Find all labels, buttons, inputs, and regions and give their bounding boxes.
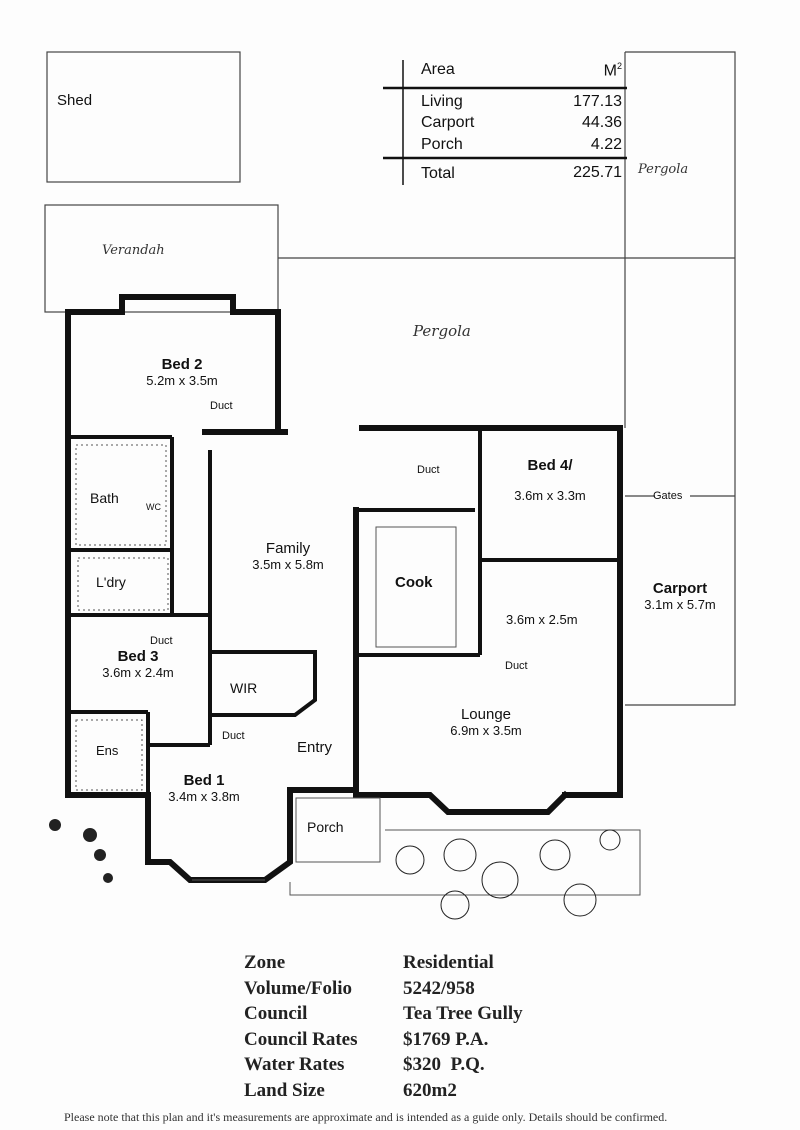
duct-label: Duct (505, 660, 528, 672)
duct-label: Duct (210, 400, 233, 412)
garden-shrubs (49, 819, 621, 920)
info-row: Council Rates$1769 P.A. (244, 1028, 489, 1050)
info-row: Water Rates$320 P.Q. (244, 1054, 485, 1075)
exterior-walls (65, 294, 623, 883)
room-entry: Entry (297, 739, 333, 756)
area-header-label: Area (421, 61, 455, 79)
gates-label: Gates (653, 490, 683, 502)
duct-label: Duct (417, 464, 440, 476)
room-bed4: Bed 4/3.6m x 3.3m (514, 457, 586, 503)
verandah-label: Verandah (102, 243, 165, 258)
fixtures (75, 444, 641, 896)
shed-label: Shed (57, 92, 93, 109)
pergola-main-label: Pergola (413, 322, 471, 340)
room-ldry: L'dry (96, 574, 126, 590)
duct-label: Duct (222, 730, 245, 742)
pergola-top-label: Pergola (638, 162, 689, 177)
area-unit-sup: 2 (616, 61, 622, 71)
room-wir: WIR (230, 680, 258, 696)
room-porch: Porch (307, 819, 344, 835)
duct-label: Duct (150, 635, 173, 647)
room-bath: Bath (90, 490, 119, 506)
area-table-lines (383, 60, 627, 185)
room-cook: Cook (395, 574, 433, 591)
room-wc: WC (146, 502, 161, 512)
interior-walls (68, 428, 620, 795)
area-unit: M (603, 62, 617, 80)
disclaimer: Please note that this plan and it's meas… (64, 1110, 668, 1124)
room-ens: Ens (96, 743, 119, 758)
room-meals-dims: 3.6m x 2.5m (506, 612, 578, 627)
outbuilding-lines (44, 51, 736, 706)
